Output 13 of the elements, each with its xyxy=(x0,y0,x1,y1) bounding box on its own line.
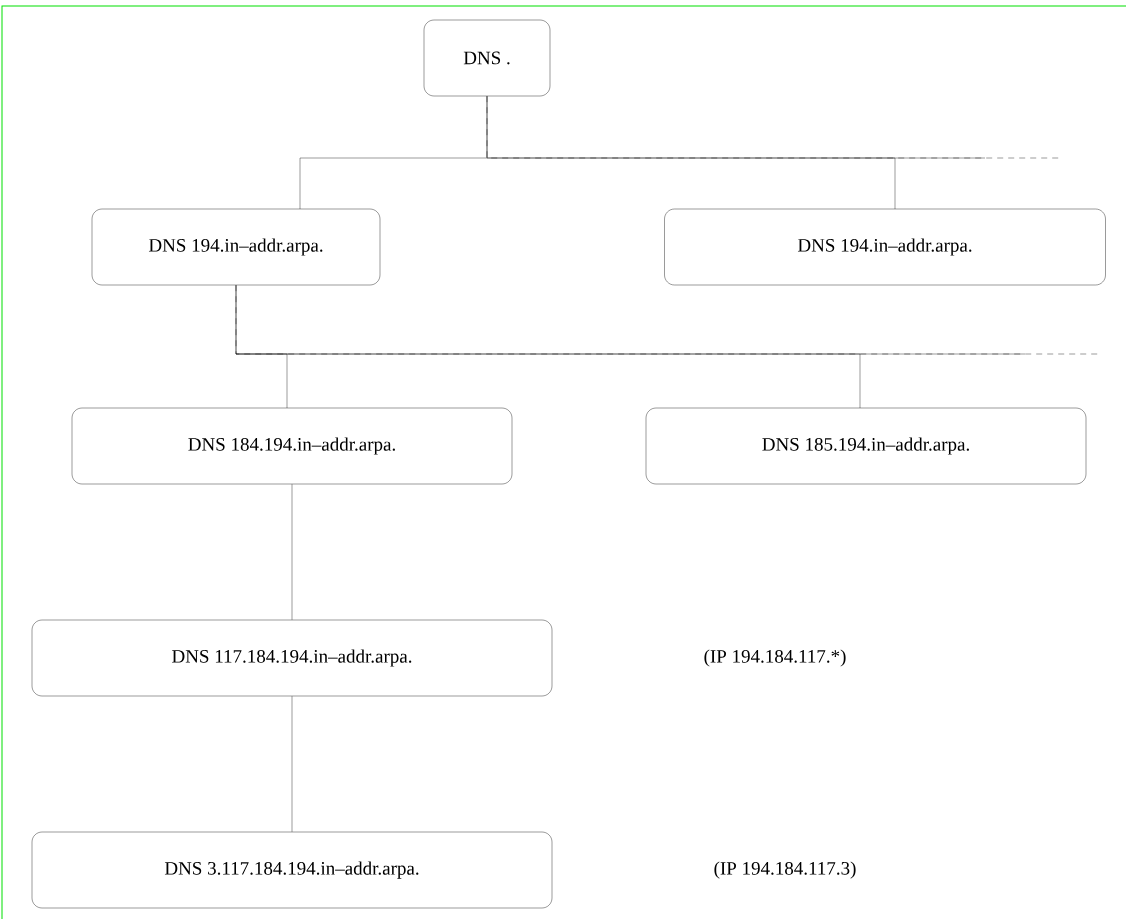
dns-server-box: DNS . xyxy=(423,19,551,97)
tree-line xyxy=(486,96,896,210)
dns-server-box: DNS 194.in–addr.arpa. xyxy=(664,208,1106,286)
dns-server-box: DNS 117.184.194.in–addr.arpa. xyxy=(31,619,553,697)
tree-line xyxy=(291,484,293,620)
tree-line xyxy=(235,285,861,409)
dns-server-box: DNS 194.in–addr.arpa. xyxy=(91,208,381,286)
dns-server-box: DNS 184.194.in–addr.arpa. xyxy=(71,407,513,485)
address-note: (IP 194.184.117.3) xyxy=(714,861,856,879)
dns-server-box: DNS 3.117.184.194.in–addr.arpa. xyxy=(31,831,553,909)
tree-line xyxy=(291,696,293,832)
dns-server-box: DNS 185.194.in–addr.arpa. xyxy=(645,407,1087,485)
address-note: (IP 194.184.117.*) xyxy=(704,649,846,667)
